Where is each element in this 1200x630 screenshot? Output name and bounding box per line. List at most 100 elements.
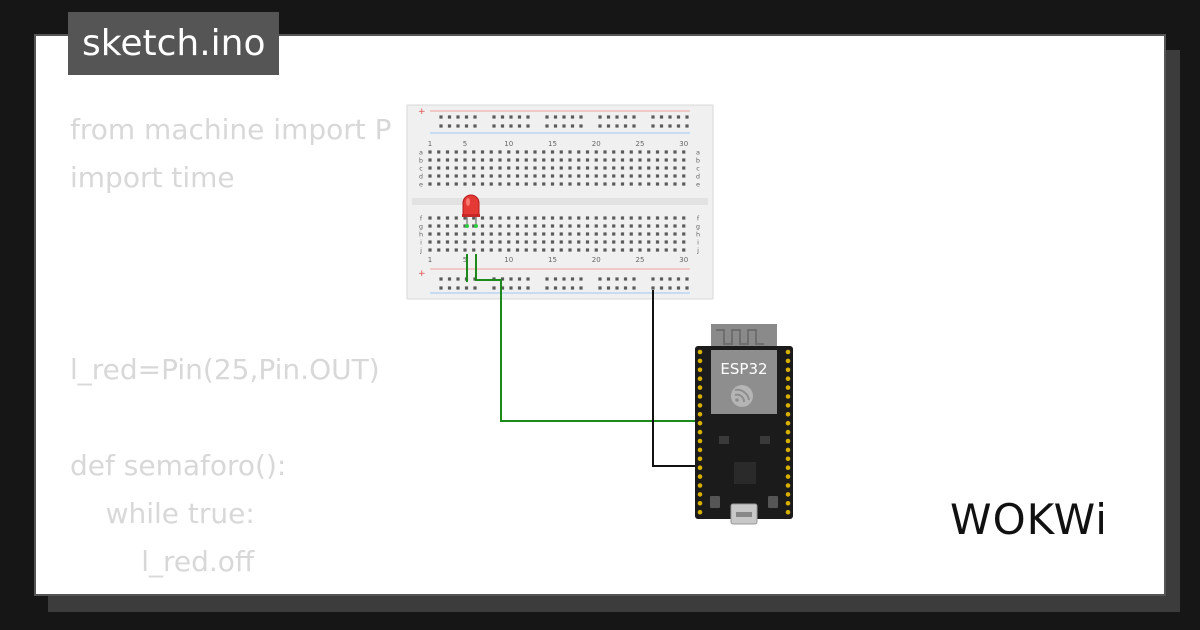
- red-led[interactable]: [462, 194, 480, 228]
- breadboard-hole: [655, 150, 660, 154]
- breadboard-hole: [603, 232, 607, 236]
- breadboard-hole: [524, 216, 528, 220]
- rail-hole: [615, 115, 619, 119]
- breadboard-hole: [655, 174, 660, 178]
- breadboard-hole: [647, 166, 651, 170]
- rail-hole: [623, 115, 628, 119]
- esp32-board[interactable]: ESP32: [695, 324, 793, 525]
- breadboard-hole: [489, 248, 493, 252]
- breadboard-hole: [629, 216, 633, 220]
- header-pin: [785, 412, 791, 417]
- breadboard-hole: [577, 174, 581, 178]
- rail-hole: [464, 115, 469, 119]
- breadboard-hole: [664, 240, 668, 244]
- breadboard-hole: [629, 232, 633, 236]
- breadboard-hole: [472, 224, 476, 228]
- breadboard-hole: [647, 248, 651, 252]
- code-line: l_red=Pin(25,Pin.OUT): [70, 353, 380, 386]
- rail-hole: [562, 286, 566, 290]
- breadboard-hole: [594, 248, 598, 252]
- row-label: j: [696, 247, 699, 255]
- breadboard-hole: [638, 150, 642, 154]
- breadboard-hole: [515, 232, 520, 236]
- header-pin: [785, 429, 791, 435]
- boot-button[interactable]: [710, 496, 720, 508]
- breadboard-hole: [655, 240, 660, 244]
- breadboard-hole: [498, 232, 502, 236]
- breadboard-hole: [533, 166, 537, 170]
- rail-hole: [570, 286, 575, 290]
- rail-hole: [492, 286, 496, 290]
- rail-hole: [439, 124, 443, 128]
- breadboard-hole: [647, 158, 651, 162]
- reset-button[interactable]: [768, 496, 778, 508]
- rail-hole: [598, 277, 602, 281]
- header-pin: [697, 492, 703, 497]
- rail-plus-label: +: [418, 269, 426, 279]
- breadboard-hole: [550, 158, 555, 162]
- rail-hole: [456, 277, 460, 281]
- breadboard-hole: [682, 158, 686, 162]
- rail-hole: [676, 124, 681, 128]
- breadboard-hole: [585, 248, 590, 252]
- breadboard-hole: [463, 174, 467, 178]
- breadboard-hole: [585, 232, 590, 236]
- breadboard-hole: [498, 248, 502, 252]
- breadboard-hole: [524, 248, 528, 252]
- breadboard-hole: [515, 182, 520, 186]
- rail-hole: [579, 124, 583, 128]
- breadboard-hole: [577, 150, 581, 154]
- terminal-holes: [428, 150, 686, 252]
- rail-hole: [668, 277, 672, 281]
- rail-hole: [473, 115, 477, 119]
- breadboard-hole: [533, 158, 537, 162]
- header-pin: [785, 367, 791, 373]
- rail-hole: [447, 286, 452, 290]
- breadboard-hole: [629, 240, 633, 244]
- rail-hole: [447, 115, 452, 119]
- breadboard-hole: [463, 158, 467, 162]
- wire-ground: [652, 290, 697, 467]
- header-pin: [697, 474, 703, 479]
- rail-hole: [456, 115, 460, 119]
- breadboard-hole: [542, 174, 546, 178]
- breadboard-hole: [428, 158, 432, 162]
- breadboard-hole: [664, 166, 668, 170]
- header-pin: [697, 420, 703, 426]
- header-pin: [697, 447, 703, 453]
- breadboard-hole: [620, 150, 625, 154]
- breadboard-hole: [480, 158, 485, 162]
- rail-hole: [473, 124, 477, 128]
- rail-hole: [545, 115, 549, 119]
- breadboard-hole: [577, 158, 581, 162]
- breadboard-hole: [445, 182, 450, 186]
- breadboard-hole: [454, 158, 458, 162]
- rail-hole: [545, 124, 549, 128]
- breadboard-hole: [585, 166, 590, 170]
- breadboard-hole: [638, 248, 642, 252]
- rail-hole: [545, 286, 549, 290]
- bottom-rail-holes: [439, 277, 689, 290]
- rail-hole: [623, 124, 628, 128]
- breadboard-hole: [629, 182, 633, 186]
- row-label: g: [696, 223, 700, 231]
- breadboard-hole: [480, 166, 485, 170]
- rail-hole: [632, 115, 636, 119]
- breadboard-hole: [498, 216, 502, 220]
- rail-hole: [492, 115, 496, 119]
- row-label: b: [696, 157, 700, 165]
- sketch-filename-tab[interactable]: sketch.ino: [68, 12, 280, 75]
- breadboard-hole: [550, 248, 555, 252]
- breadboard-hole: [515, 150, 520, 154]
- breadboard-hole: [428, 174, 432, 178]
- rail-hole: [570, 115, 575, 119]
- breadboard-hole: [568, 224, 572, 228]
- rail-hole: [526, 124, 530, 128]
- rail-hole: [651, 115, 655, 119]
- breadboard-hole: [463, 216, 467, 220]
- breadboard-hole: [489, 158, 493, 162]
- breadboard-hole: [585, 240, 590, 244]
- header-pin: [785, 456, 791, 462]
